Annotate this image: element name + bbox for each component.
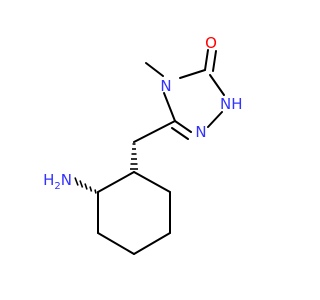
hashed-wedge-ch2 xyxy=(130,143,138,170)
hashed-wedge-nh2 xyxy=(74,177,97,194)
bond-ring-3-4 xyxy=(133,232,171,255)
structure-svg: N NH N O H2N xyxy=(43,34,243,255)
bond-c3-n2 xyxy=(209,74,225,96)
bond-n1-c5 xyxy=(174,120,192,133)
ring-n-bottom-label: N xyxy=(195,123,206,141)
amino-subscript: 2 xyxy=(54,181,60,192)
bond-c3-o-second xyxy=(212,50,217,72)
bond-c3-o xyxy=(204,49,209,71)
bond-n4-methyl xyxy=(145,62,164,77)
ring-nitrogen-label: N xyxy=(160,77,171,95)
amino-group-label: H2N xyxy=(43,171,72,192)
amino-n: N xyxy=(61,171,72,189)
bond-ring-4-5 xyxy=(97,232,135,255)
svg-text:H2N: H2N xyxy=(43,171,72,192)
bond-n2-n1 xyxy=(207,111,223,128)
bond-c5-n4 xyxy=(163,92,176,122)
amino-h: H xyxy=(43,171,54,189)
bond-ring-1-2 xyxy=(133,171,171,193)
bond-n1-c5-second xyxy=(171,127,189,140)
bond-n4-c3 xyxy=(179,69,206,79)
ring-nh-label: NH xyxy=(220,95,243,113)
bond-c5-ch2 xyxy=(133,120,176,143)
bond-ring-6-1 xyxy=(97,171,135,193)
molecule-diagram: N NH N O H2N xyxy=(43,34,243,255)
carbonyl-oxygen-label: O xyxy=(205,34,217,52)
